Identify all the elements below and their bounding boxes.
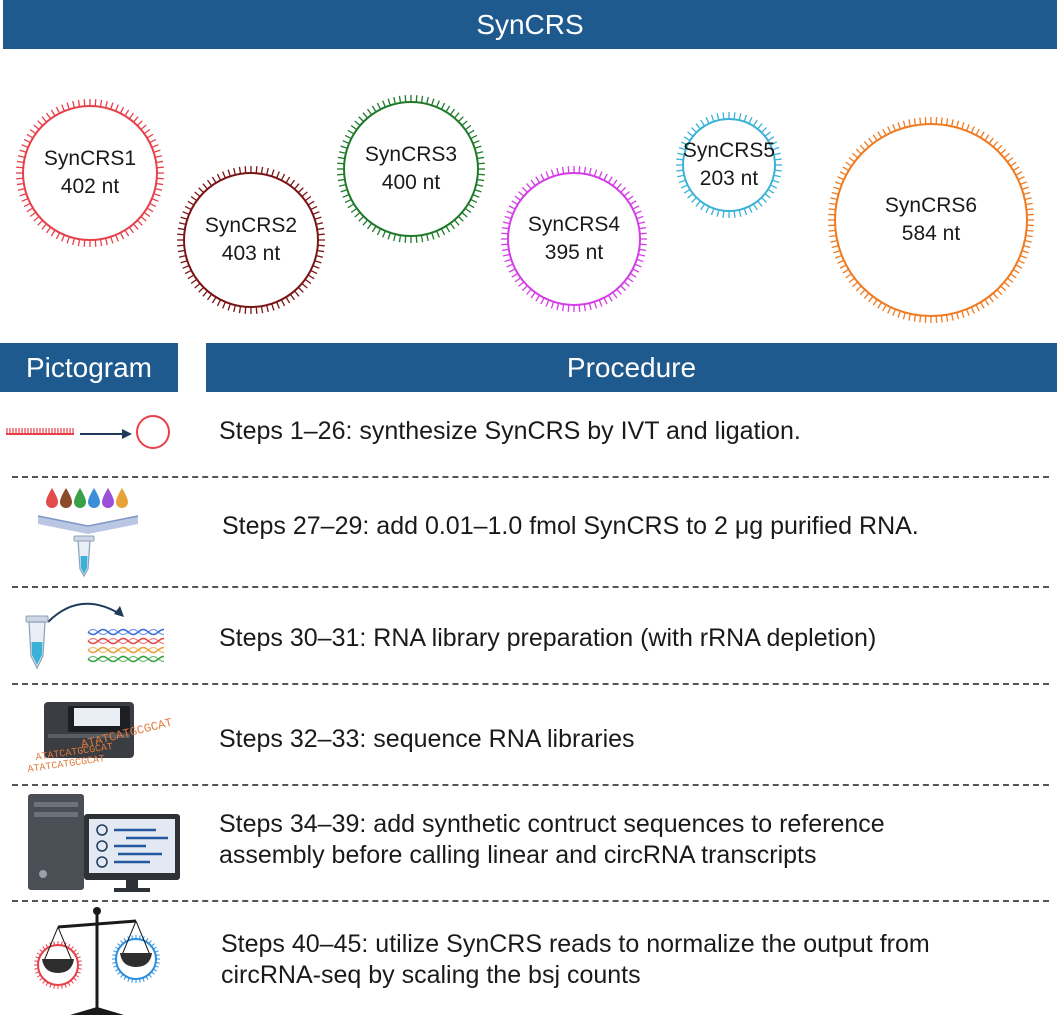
syncrs3-ring [337, 95, 485, 243]
row-divider-4 [12, 784, 1049, 786]
syncrs2-length: 403 nt [221, 242, 281, 265]
rna-to-circle-icon [6, 415, 170, 449]
syncrs3-circle: SynCRS3 400 nt [336, 94, 486, 244]
syncrs6-ring [828, 117, 1034, 323]
pictogram-header-text: Pictogram [25, 351, 153, 383]
step-2-text: Steps 27–29: add 0.01–1.0 fmol SynCRS to… [222, 512, 919, 540]
row-divider-2 [12, 586, 1049, 588]
row-divider-3 [12, 683, 1049, 685]
syncrs1-name: SynCRS1 [43, 147, 137, 170]
step-6-line-1: Steps 40–45: utilize SynCRS reads to nor… [221, 930, 930, 958]
syncrs5-circle: SynCRS5 203 nt [676, 112, 782, 218]
row-divider-1 [12, 476, 1049, 478]
syncrs6-circle: SynCRS6 584 nt [823, 112, 1039, 328]
syncrs5-ring [676, 112, 782, 218]
procedure-header-text: Procedure [566, 351, 697, 383]
syncrs6-length: 584 nt [901, 222, 961, 245]
syncrs4-ring [501, 166, 647, 312]
syncrs5-name: SynCRS5 [682, 139, 776, 162]
syncrs5-length: 203 nt [699, 167, 759, 190]
syncrs1-ring [16, 99, 164, 247]
step-6-text: Steps 40–45: utilize SynCRS reads to nor… [221, 929, 930, 991]
step-6-line-2: circRNA-seq by scaling the bsj counts [221, 961, 641, 989]
syncrs2-name: SynCRS2 [204, 214, 298, 237]
syncrs3-name: SynCRS3 [364, 143, 458, 166]
pictogram-header: Pictogram [0, 343, 178, 392]
step-5-line-1: Steps 34–39: add synthetic contruct sequ… [219, 810, 885, 838]
syncrs1-length: 402 nt [60, 175, 120, 198]
step-3-text: Steps 30–31: RNA library preparation (wi… [219, 624, 877, 652]
computer-icon [28, 794, 180, 892]
step-5-line-2: assembly before calling linear and circR… [219, 841, 817, 869]
syncrs4-circle: SynCRS4 395 nt [500, 165, 648, 313]
syncrs1-circle: SynCRS1 402 nt [15, 98, 165, 248]
syncrs6-name: SynCRS6 [884, 194, 978, 217]
syncrs2-circle: SynCRS2 403 nt [176, 165, 326, 315]
syncrs3-length: 400 nt [381, 171, 441, 194]
tube-to-library-icon [25, 602, 165, 670]
syncrs2-ring [177, 166, 325, 314]
balance-scale-icon [34, 907, 160, 1015]
pipette-droplets-icon [37, 488, 139, 578]
title-banner: SynCRS [3, 0, 1057, 49]
row-divider-5 [12, 900, 1049, 902]
procedure-header: Procedure [206, 343, 1057, 392]
step-1-text: Steps 1–26: synthesize SynCRS by IVT and… [219, 417, 801, 445]
syncrs4-name: SynCRS4 [527, 213, 621, 236]
step-5-text: Steps 34–39: add synthetic contruct sequ… [219, 809, 885, 871]
syncrs4-length: 395 nt [544, 241, 604, 264]
title-text: SynCRS [476, 8, 584, 40]
step-4-text: Steps 32–33: sequence RNA libraries [219, 725, 635, 753]
sequencer-icon: ATATCATGCGCAT ATATCATGCGCAT ATATCATGCGCA… [27, 702, 172, 776]
